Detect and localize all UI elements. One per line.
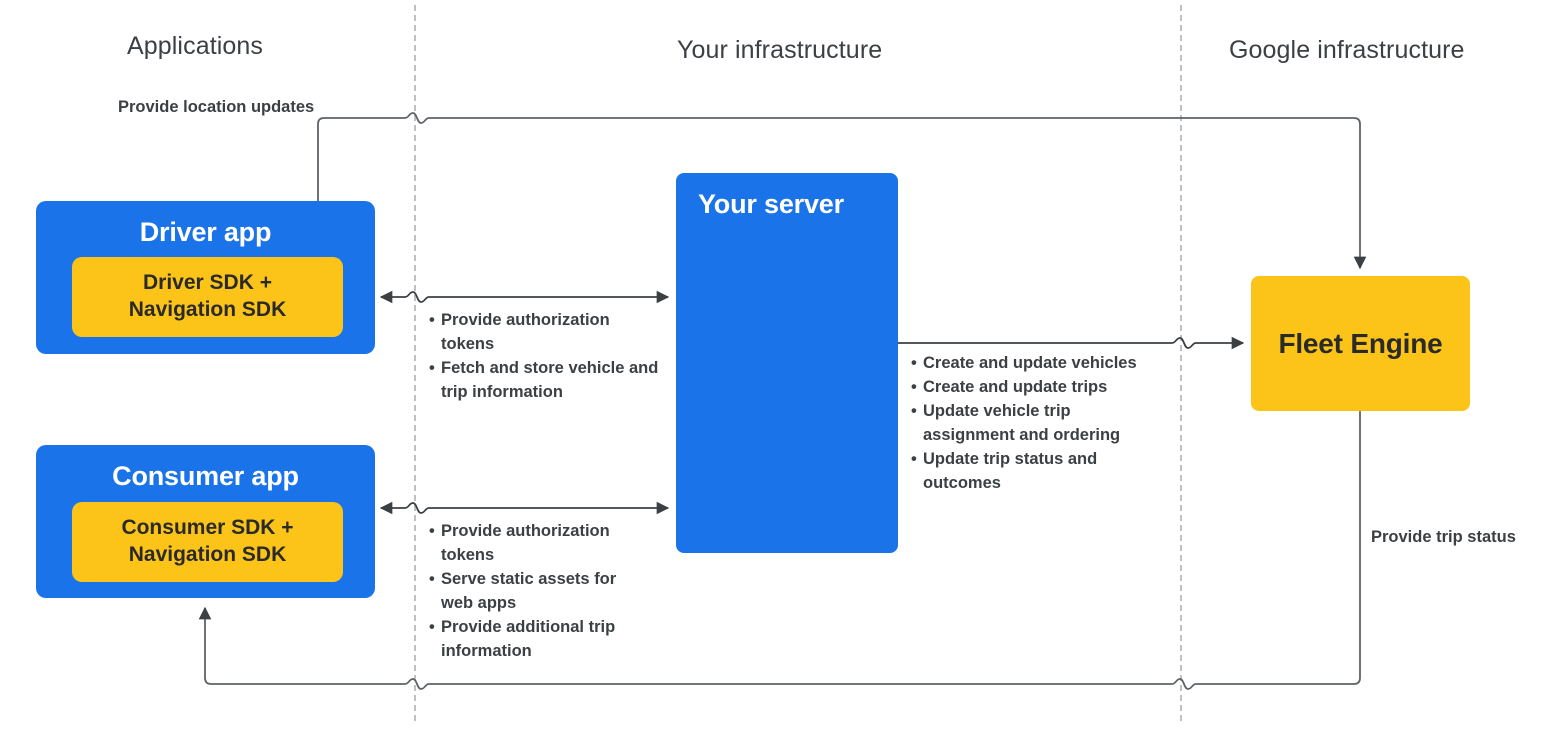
list-item: Provide authorization tokens	[429, 309, 659, 357]
wire-driver-app-your-server	[379, 290, 670, 304]
list-item: Update trip status and outcomes	[911, 448, 1157, 496]
driver-app-title: Driver app	[139, 217, 272, 247]
column-heading-applications: Applications	[127, 32, 264, 60]
wire-your-server-fleet-engine	[898, 336, 1245, 350]
edge-label-server-to-fleet: Create and update vehicles Create and up…	[911, 352, 1157, 496]
node-driver-sdk[interactable]: Driver SDK + Navigation SDK	[72, 257, 343, 337]
consumer-sdk-line1: Consumer SDK +	[121, 516, 294, 540]
driver-to-server-list: Provide authorization tokens Fetch and s…	[429, 309, 659, 405]
wire-consumer-app-your-server	[379, 501, 670, 515]
list-item: Fetch and store vehicle and trip informa…	[429, 357, 659, 405]
edge-label-consumer-to-server: Provide authorization tokens Serve stati…	[429, 520, 629, 664]
list-item: Provide additional trip information	[429, 616, 629, 664]
server-to-fleet-list: Create and update vehicles Create and up…	[911, 352, 1157, 496]
list-item: Create and update trips	[911, 376, 1157, 400]
node-consumer-sdk[interactable]: Consumer SDK + Navigation SDK	[72, 502, 343, 582]
driver-sdk-line2: Navigation SDK	[128, 298, 287, 321]
node-fleet-engine[interactable]: Fleet Engine	[1251, 276, 1470, 411]
label-provide-trip-status: Provide trip status	[1371, 528, 1516, 546]
divider-infrastructure-google	[1180, 5, 1182, 721]
column-heading-your-infrastructure: Your infrastructure	[677, 36, 883, 64]
your-server-title: Your server	[698, 189, 844, 219]
consumer-sdk-line2: Navigation SDK	[128, 543, 287, 566]
consumer-to-server-list: Provide authorization tokens Serve stati…	[429, 520, 629, 664]
list-item: Update vehicle trip assignment and order…	[911, 400, 1157, 448]
node-your-server[interactable]	[676, 173, 898, 553]
divider-applications-infrastructure	[414, 5, 416, 721]
list-item: Provide authorization tokens	[429, 520, 629, 568]
label-provide-location-updates: Provide location updates	[118, 98, 315, 116]
column-heading-google-infrastructure: Google infrastructure	[1229, 36, 1465, 64]
driver-sdk-line1: Driver SDK +	[143, 271, 272, 295]
fleet-engine-title: Fleet Engine	[1278, 327, 1443, 359]
list-item: Serve static assets for web apps	[429, 568, 629, 616]
list-item: Create and update vehicles	[911, 352, 1157, 376]
edge-label-driver-to-server: Provide authorization tokens Fetch and s…	[429, 309, 659, 405]
consumer-app-title: Consumer app	[112, 461, 299, 491]
